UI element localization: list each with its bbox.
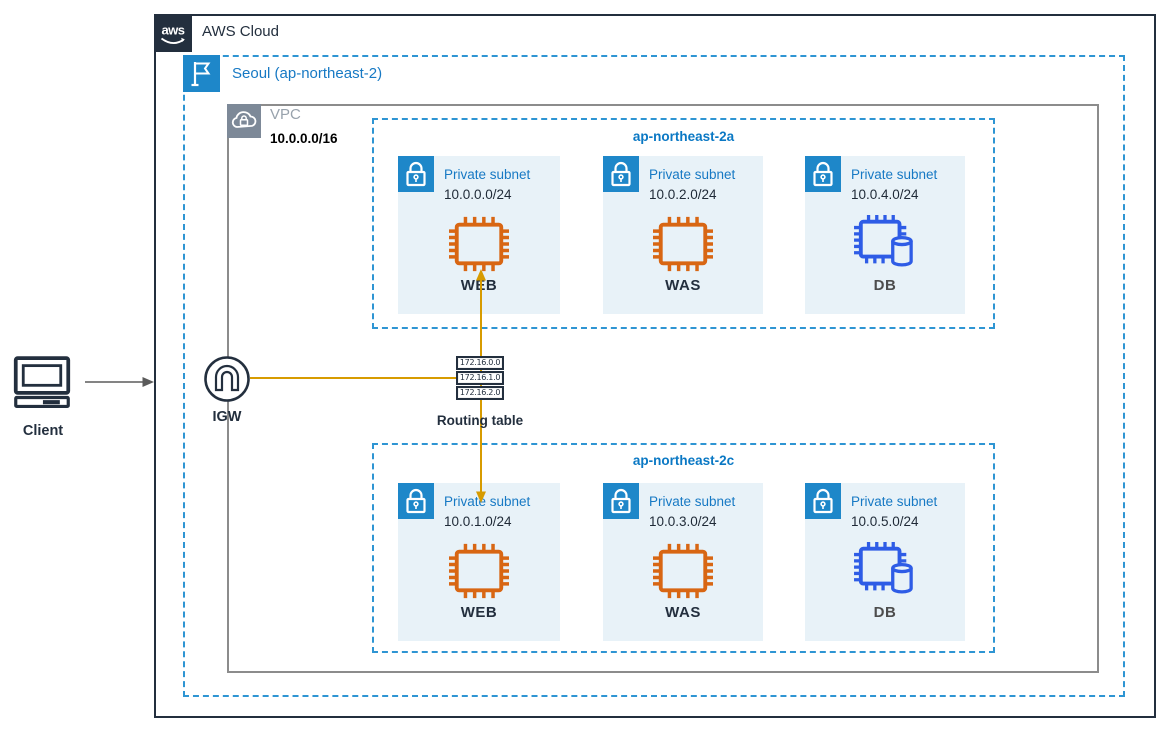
routing-table-label: Routing table: [436, 413, 524, 428]
subnet-cidr: 10.0.4.0/24: [851, 187, 919, 202]
lock-icon: [398, 483, 434, 519]
subnet-type-label: Private subnet: [649, 494, 736, 509]
chip-icon: [650, 214, 716, 274]
private-subnet-web-2a: Private subnet 10.0.0.0/24 WEB: [398, 156, 560, 314]
svg-text:aws: aws: [161, 23, 184, 38]
internet-gateway-node: IGW: [202, 354, 252, 425]
lock-icon: [603, 483, 639, 519]
routing-table-node: 172.16.0.0 172.16.1.0 172.16.2.0 Routing…: [437, 356, 523, 428]
az-box-ap-northeast-2c: [372, 443, 995, 653]
routing-table-entry: 172.16.0.0: [456, 356, 504, 370]
subnet-cidr: 10.0.5.0/24: [851, 514, 919, 529]
aws-cloud-label: AWS Cloud: [202, 23, 279, 40]
az-label: ap-northeast-2a: [632, 129, 735, 144]
private-subnet-db-2c: Private subnet 10.0.5.0/24 DB: [805, 483, 965, 641]
subnet-cidr: 10.0.3.0/24: [649, 514, 717, 529]
client-node: Client: [12, 355, 74, 439]
private-subnet-db-2a: Private subnet 10.0.4.0/24 DB: [805, 156, 965, 314]
service-label: WEB: [460, 604, 498, 621]
chip-icon: [446, 214, 512, 274]
vpc-cidr: 10.0.0.0/16: [270, 131, 338, 146]
igw-label: IGW: [212, 409, 242, 425]
region-flag-icon: [183, 55, 220, 92]
service-label: WEB: [460, 277, 498, 294]
subnet-type-label: Private subnet: [444, 494, 531, 509]
aws-cloud-group-box: [154, 14, 1156, 718]
desktop-computer-icon: [12, 355, 72, 410]
subnet-type-label: Private subnet: [851, 494, 938, 509]
chip-database-icon: [852, 214, 918, 274]
vpc-cloud-lock-icon: [227, 104, 261, 138]
subnet-cidr: 10.0.2.0/24: [649, 187, 717, 202]
service-label: DB: [873, 604, 897, 621]
private-subnet-was-2a: Private subnet 10.0.2.0/24 WAS: [603, 156, 763, 314]
lock-icon: [805, 483, 841, 519]
routing-table-entry: 172.16.2.0: [456, 386, 504, 400]
lock-icon: [398, 156, 434, 192]
service-label: WAS: [665, 277, 701, 294]
chip-icon: [650, 541, 716, 601]
service-label: DB: [873, 277, 897, 294]
internet-gateway-icon: [204, 356, 250, 402]
private-subnet-web-2c: Private subnet 10.0.1.0/24 WEB: [398, 483, 560, 641]
vpc-label: VPC: [270, 106, 301, 123]
az-label: ap-northeast-2c: [632, 453, 735, 468]
chip-icon: [446, 541, 512, 601]
subnet-cidr: 10.0.0.0/24: [444, 187, 512, 202]
private-subnet-was-2c: Private subnet 10.0.3.0/24 WAS: [603, 483, 763, 641]
chip-database-icon: [852, 541, 918, 601]
service-label: WAS: [665, 604, 701, 621]
subnet-cidr: 10.0.1.0/24: [444, 514, 512, 529]
routing-table-entry: 172.16.1.0: [456, 371, 504, 385]
aws-logo-icon: aws: [154, 14, 192, 52]
subnet-type-label: Private subnet: [444, 167, 531, 182]
lock-icon: [603, 156, 639, 192]
subnet-type-label: Private subnet: [649, 167, 736, 182]
subnet-type-label: Private subnet: [851, 167, 938, 182]
lock-icon: [805, 156, 841, 192]
region-group-box: [183, 55, 1125, 697]
az-box-ap-northeast-2a: [372, 118, 995, 329]
client-label: Client: [22, 423, 64, 439]
region-label: Seoul (ap-northeast-2): [232, 65, 383, 82]
